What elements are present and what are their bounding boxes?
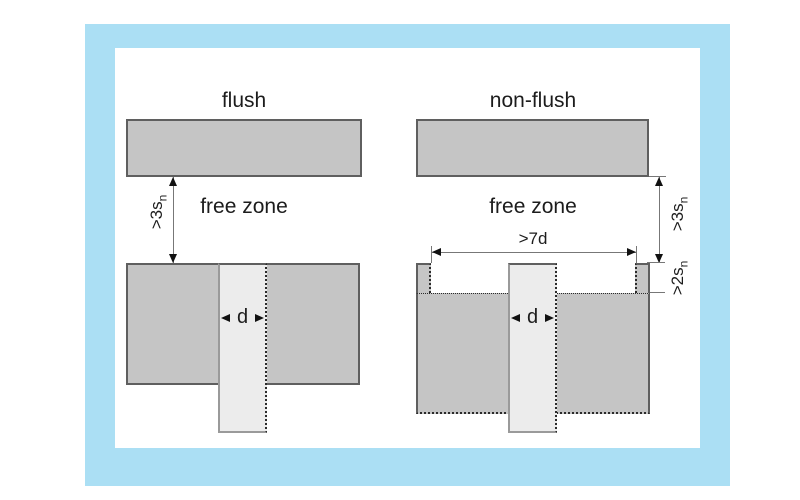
recess-depth-label: >2sn [668,260,691,296]
arrow-right-icon [545,314,554,322]
arrow-left-icon [432,248,441,256]
clearance-arrow-line-left [173,177,174,263]
target-plate-left [126,119,362,177]
depth-tick-bottom [648,292,665,293]
recess-wall-right [635,263,650,293]
extension-line-left [431,246,432,263]
sensor-body-left [218,263,267,433]
free-zone-label-left: free zone [200,195,288,218]
arrow-right-icon [627,248,636,256]
flush-title: flush [221,89,267,112]
arrow-down-icon [169,254,177,263]
diameter-label-right: d [526,306,539,328]
diameter-label-left: d [236,306,249,328]
arrow-up-icon [655,177,663,186]
target-plate-right [416,119,649,177]
sensor-body-right [508,263,557,433]
arrow-left-icon [221,314,230,322]
recess-width-dim-line [432,252,636,253]
free-zone-label-right: free zone [489,195,577,218]
depth-tick-top [647,262,665,263]
arrow-right-icon [255,314,264,322]
arrow-up-icon [169,177,177,186]
non-flush-title: non-flush [489,89,577,112]
recess-wall-left [416,263,431,293]
recess-width-label: >7d [518,229,548,248]
clearance-arrow-line-right [659,177,660,263]
extension-line-right [636,246,637,263]
arrow-left-icon [511,314,520,322]
extension-tick-plate [649,176,666,177]
arrow-down-icon [655,254,663,263]
